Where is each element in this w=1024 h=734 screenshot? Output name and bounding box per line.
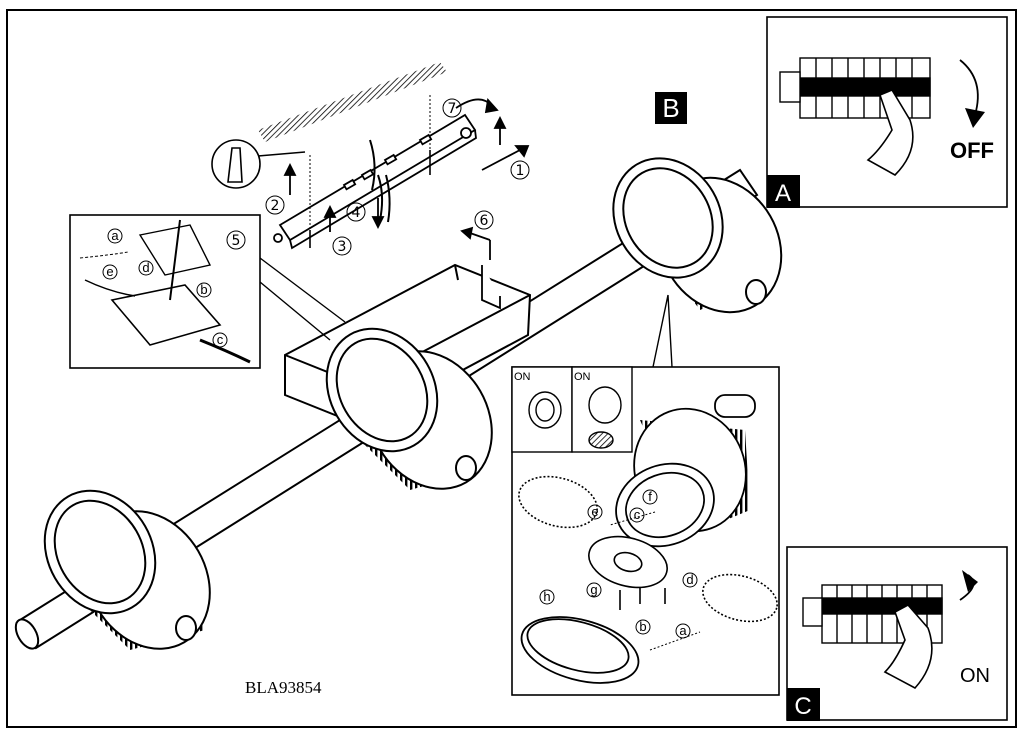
wiring-letter-e: e — [106, 264, 113, 279]
step-2: 2 — [271, 198, 280, 214]
inset-on-label-2: ON — [574, 371, 591, 383]
lamp-letter-c: c — [634, 507, 641, 522]
breaker-panel-a — [779, 57, 931, 119]
wiring-letter-a: a — [111, 228, 119, 243]
hand-icon-on — [883, 603, 933, 690]
step-7: 7 — [448, 101, 457, 117]
step-1: 1 — [516, 163, 525, 179]
model-code: BLA93854 — [245, 678, 322, 697]
wiring-letter-c: c — [217, 332, 224, 347]
lamp-detail-panel: ON ON — [511, 294, 780, 696]
hand-icon-off — [866, 88, 914, 176]
spotlight-head-right — [612, 157, 783, 314]
bracket-wires — [369, 139, 391, 223]
lamp-letter-g: g — [590, 582, 597, 597]
lamp-letter-a: a — [679, 623, 687, 638]
panel-a-switch-off: A OFF — [766, 16, 1008, 208]
screws — [309, 150, 431, 248]
step-4: 4 — [352, 205, 361, 221]
switch-on-label: ON — [960, 665, 990, 687]
lamp-letter-h: h — [543, 589, 550, 604]
lamp-letter-d: d — [686, 572, 693, 587]
wiring-inset: 5 a b c d e — [69, 214, 346, 369]
panel-b-label: B — [662, 93, 679, 123]
panel-a-label: A — [775, 180, 791, 207]
switch-off-label: OFF — [950, 138, 994, 163]
panel-c-switch-on: C ON — [786, 546, 1008, 721]
panel-b-badge — [655, 92, 687, 124]
off-arrow-icon — [959, 59, 979, 116]
spotlight-head-left — [43, 489, 211, 650]
wiring-letter-d: d — [142, 260, 149, 275]
lamp-letter-b: b — [639, 619, 646, 634]
dashed-guides — [309, 95, 431, 230]
inset-on-label-1: ON — [514, 371, 531, 383]
panel-c-label: C — [794, 693, 811, 720]
wall-plug-callout — [211, 139, 306, 189]
step-3: 3 — [338, 239, 347, 255]
wiring-letter-b: b — [200, 282, 207, 297]
spotlight-head-middle — [325, 327, 493, 490]
bracket-arrows — [283, 98, 530, 260]
lamp-letter-f: f — [648, 489, 652, 504]
canopy-hook — [481, 265, 501, 310]
step-5: 5 — [232, 233, 241, 249]
mounting-bracket — [273, 113, 477, 250]
step-6: 6 — [480, 213, 489, 229]
page-border — [6, 9, 1017, 728]
bracket-step-numbers: 1 2 3 4 6 7 — [265, 98, 530, 256]
ceiling-hatch — [258, 62, 447, 142]
lamp-letter-e: e — [591, 504, 598, 519]
